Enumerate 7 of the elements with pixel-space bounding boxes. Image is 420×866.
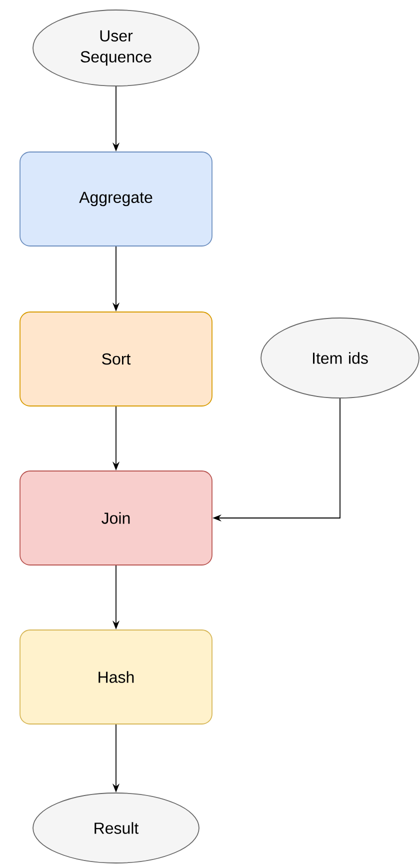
ellipse-node: Result: [32, 792, 200, 864]
process-box: Join: [20, 470, 212, 566]
process-box: Hash: [20, 630, 212, 724]
process-box: Sort: [20, 312, 212, 406]
process-box: Aggregate: [20, 152, 212, 246]
ellipse-node: User Sequence: [32, 10, 200, 86]
ellipse-node: Item ids: [260, 318, 420, 398]
